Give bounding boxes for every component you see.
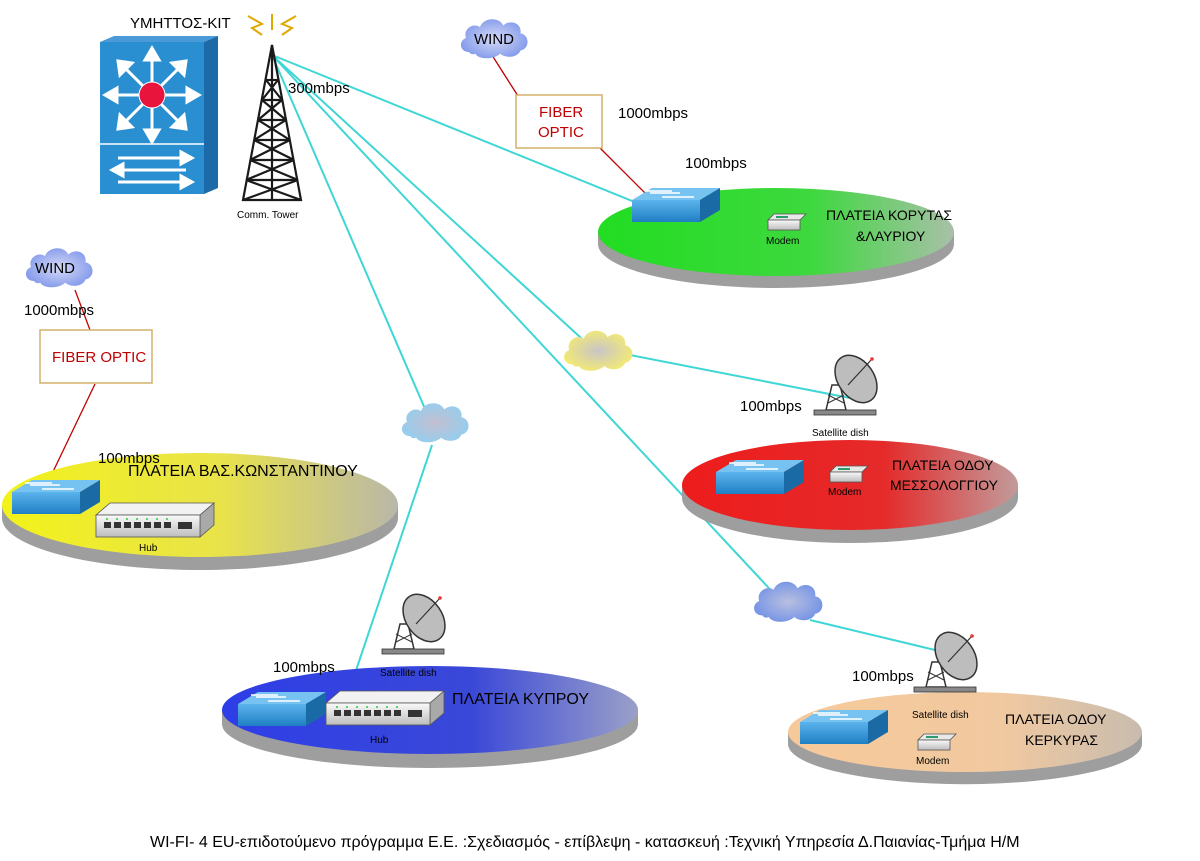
switch-icon xyxy=(800,710,888,744)
koryta-lan-speed: 100mbps xyxy=(685,155,747,172)
hub-label: Hub xyxy=(370,735,389,746)
fiber-wind-konstantinou-upper xyxy=(74,289,91,331)
switch-icon xyxy=(716,460,804,494)
modem-icon xyxy=(767,213,807,231)
modem-icon xyxy=(917,733,957,751)
relay-cloud-yellow-icon xyxy=(564,330,633,371)
wind-cloud-koryta: WIND xyxy=(460,19,528,59)
core-router-switch xyxy=(100,36,218,194)
link-tower-koryta xyxy=(271,54,643,206)
site-name-line2: ΚΕΡΚΥΡΑΣ xyxy=(1025,732,1098,748)
link-tower-cloud-sky xyxy=(271,54,433,426)
satellite-dish-icon xyxy=(813,354,878,416)
fiber-box-koryta: FIBER OPTIC xyxy=(515,94,603,149)
fiber-box-konstantinou-label: FIBER OPTIC xyxy=(52,349,146,366)
tower-signal-icon xyxy=(247,14,297,36)
wind-cloud-koryta-label: WIND xyxy=(474,31,514,48)
fiber-wind-koryta-upper xyxy=(489,51,519,97)
site-name: ΠΛΑΤΕΙΑ ΒΑΣ.ΚΩΝΣΤΑΝΤΙΝΟΥ xyxy=(128,463,358,480)
site-kerkyras: Modem ΠΛΑΤΕΙΑ ΟΔΟΥ ΚΕΡΚΥΡΑΣ xyxy=(788,692,1142,785)
koryta-fiber-speed: 1000mbps xyxy=(618,105,688,122)
fiber-box-koryta-line1: FIBER xyxy=(539,104,583,121)
link-cloud-yellow-mesologgiou xyxy=(629,354,851,399)
footer-caption: WI-FI- 4 EU-επιδοτούμενο πρόγραμμα Ε.Ε. … xyxy=(150,834,1020,851)
switch-icon xyxy=(12,480,100,514)
fiber-wind-koryta-lower xyxy=(599,147,653,201)
kerkyras-dish-label: Satellite dish xyxy=(912,710,969,721)
main-site-title: ΥΜΗΤΤΟΣ-ΚΙΤ xyxy=(130,15,231,32)
router-core-icon xyxy=(138,81,166,109)
link-cloud-sky-kyprou xyxy=(344,444,433,704)
switch-icon xyxy=(632,188,720,222)
link-cloud-blue-kerkyras xyxy=(809,619,936,651)
tower-label: Comm. Tower xyxy=(237,210,299,221)
modem-label: Modem xyxy=(828,487,861,498)
kyprou-lan-speed: 100mbps xyxy=(273,659,335,676)
site-name: ΠΛΑΤΕΙΑ ΚΥΠΡΟΥ xyxy=(452,691,589,708)
site-name-line1: ΠΛΑΤΕΙΑ ΟΔΟΥ xyxy=(892,457,994,473)
relay-cloud-sky-icon xyxy=(401,403,469,443)
modem-icon xyxy=(829,465,869,483)
site-name-line2: ΜΕΣΣΟΛΟΓΓΙΟΥ xyxy=(890,477,999,493)
hub-icon xyxy=(324,690,446,726)
site-name-line2: &ΛΑΥΡΙΟΥ xyxy=(856,228,926,244)
modem-label: Modem xyxy=(916,756,949,767)
site-kyprou: Hub ΠΛΑΤΕΙΑ ΚΥΠΡΟΥ xyxy=(222,666,638,768)
switch-icon xyxy=(238,692,326,726)
mesologgiou-dish-label: Satellite dish xyxy=(812,428,869,439)
hub-icon xyxy=(94,502,216,538)
satellite-dish-icon xyxy=(913,631,978,693)
fiber-box-konstantinou: FIBER OPTIC xyxy=(39,329,153,384)
satellite-dish-icon xyxy=(381,593,446,655)
site-koryta: Modem ΠΛΑΤΕΙΑ ΚΟΡΥΤΑΣ &ΛΑΥΡΙΟΥ xyxy=(598,188,954,288)
site-name-line1: ΠΛΑΤΕΙΑ ΚΟΡΥΤΑΣ xyxy=(826,207,952,223)
wind-cloud-konstantinou: WIND xyxy=(25,248,93,288)
wind-cloud-konstantinou-label: WIND xyxy=(35,260,75,277)
konstantinou-fiber-speed: 1000mbps xyxy=(24,302,94,319)
fiber-wind-konstantinou-lower xyxy=(49,383,96,479)
site-konstantinou: Hub ΠΛΑΤΕΙΑ ΒΑΣ.ΚΩΝΣΤΑΝΤΙΝΟΥ xyxy=(2,453,398,570)
kyprou-dish-label: Satellite dish xyxy=(380,668,437,679)
comm-tower-icon xyxy=(241,44,303,202)
fiber-box-koryta-line2: OPTIC xyxy=(538,124,584,141)
tower-speed: 300mbps xyxy=(288,80,350,97)
fiber-links xyxy=(49,51,653,479)
mesologgiou-lan-speed: 100mbps xyxy=(740,398,802,415)
hub-label: Hub xyxy=(139,543,158,554)
konstantinou-lan-speed: 100mbps xyxy=(98,450,160,467)
kerkyras-lan-speed: 100mbps xyxy=(852,668,914,685)
link-tower-cloud-yellow xyxy=(271,54,593,349)
modem-label: Modem xyxy=(766,236,799,247)
relay-cloud-blue-icon xyxy=(754,581,823,622)
site-mesologgiou: Modem ΠΛΑΤΕΙΑ ΟΔΟΥ ΜΕΣΣΟΛΟΓΓΙΟΥ xyxy=(682,440,1018,543)
site-name-line1: ΠΛΑΤΕΙΑ ΟΔΟΥ xyxy=(1005,711,1107,727)
